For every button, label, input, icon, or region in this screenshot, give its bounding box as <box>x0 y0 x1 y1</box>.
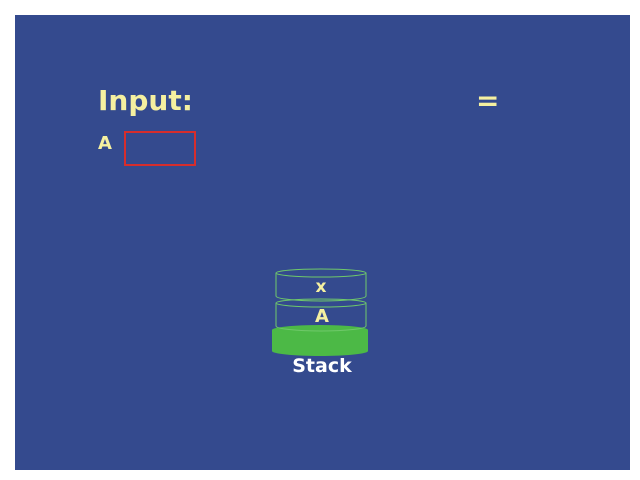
equals-sign: = <box>476 84 500 117</box>
stack-base <box>272 325 368 356</box>
stack-graphic: A x <box>272 268 368 356</box>
stack-label: Stack <box>292 355 352 377</box>
input-field[interactable] <box>124 131 196 166</box>
stack-cell: x <box>275 268 367 302</box>
stack-visualization-canvas <box>15 15 630 470</box>
input-title: Input: <box>98 84 193 117</box>
stack-cell: A <box>275 298 367 332</box>
stack-cell-label: x <box>316 277 327 297</box>
stack-cell-label: A <box>315 306 329 327</box>
input-label: A <box>98 133 112 154</box>
